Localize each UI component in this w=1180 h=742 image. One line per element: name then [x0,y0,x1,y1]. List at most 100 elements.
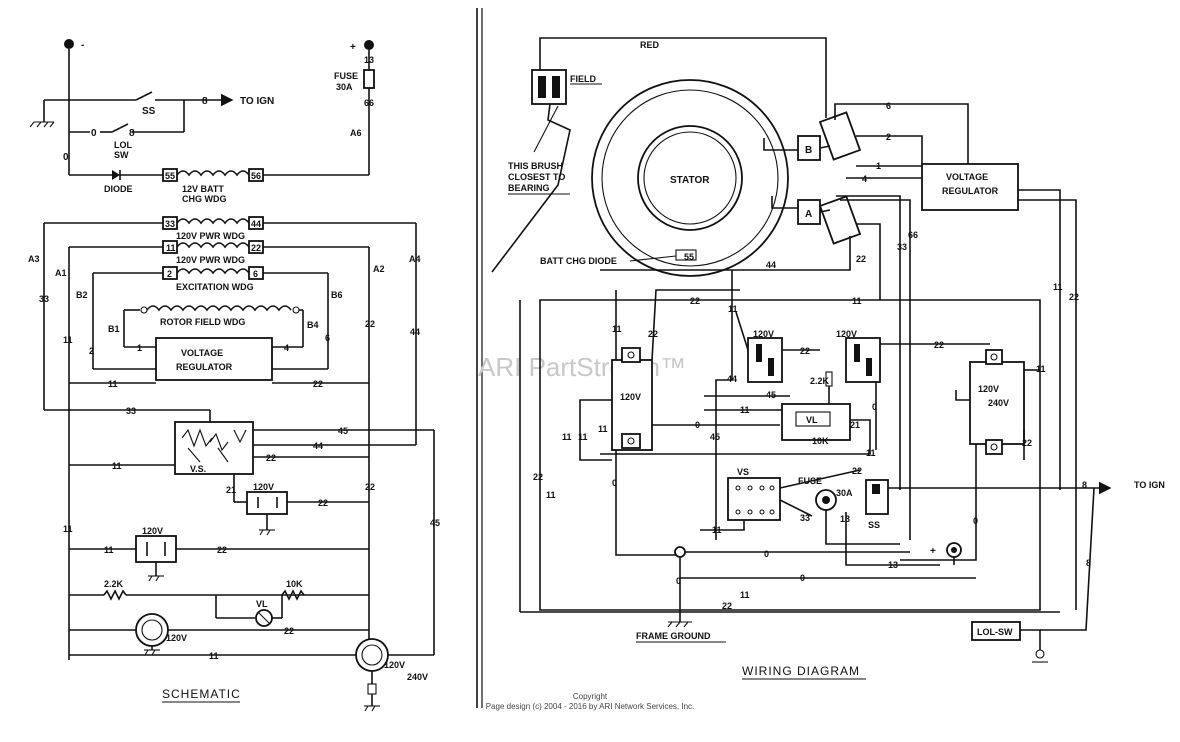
term-a4: A4 [409,254,421,264]
receptacle-240v-wiring [969,361,1025,445]
wire-45-right: 45 [430,518,440,528]
w-8-lol: 8 [1086,558,1091,568]
term-22: 22 [251,243,261,253]
wiring-pos-terminal: + [930,546,936,557]
schematic: - SS 8 TO IGN 0 8 LOL SW 0 + 13 FUSE [28,39,440,712]
wire-22-round: 22 [284,626,294,636]
stator-inner [637,125,743,231]
excitation-label: EXCITATION WDG [176,282,254,292]
w-22-top: 22 [856,254,866,264]
w-45-recC: 45 [710,432,720,442]
term-b2: B2 [76,290,88,300]
wire-11-vs: 11 [112,461,122,471]
term-a1: A1 [55,268,67,278]
wire-6: 6 [325,333,330,343]
v240-label: 240V [407,672,428,682]
brush-holder [531,69,567,105]
voltage-regulator-wiring [921,163,1019,211]
receptacle-120v-center [747,337,783,383]
brush-note-1: THIS BRUSH [508,161,563,171]
term-55: 55 [165,171,175,181]
v120-round: 120V [166,633,187,643]
batt-wdg-label: 12V BATT [182,184,224,194]
vreg-label: VOLTAGE [181,348,223,358]
wiring-vreg-label-2: REGULATOR [942,186,999,196]
neg-terminal-label: - [81,40,84,51]
terminal-a6: A6 [350,128,362,138]
w-0-recR: 0 [872,402,877,412]
w-0-recL: 0 [695,420,700,430]
wire-45-vs: 45 [338,426,348,436]
w-6: 6 [886,101,891,111]
terminal-strip-b [818,111,862,161]
watermark: ARI PartStream™ [478,352,686,382]
receptacle-120v [135,613,169,647]
w-33-vs: 33 [800,513,810,523]
w-1: 1 [876,161,881,171]
v120-mid: 120V [142,526,163,536]
wire-22-right: 22 [365,319,375,329]
w-22-bottom: 22 [722,601,732,611]
block-b-label: B [805,145,812,156]
field-label: FIELD [570,74,596,84]
wiring-v240: 240V [988,398,1009,408]
wiring-v120-center: 120V [753,329,774,339]
w-11-vl: 11 [740,405,750,415]
w-4: 4 [862,174,867,184]
term-6: 6 [253,269,258,279]
term-a2: A2 [373,264,385,274]
w-44-top: 44 [766,260,776,270]
diode-label: DIODE [104,184,133,194]
term-a3: A3 [28,254,40,264]
wire-44-vs: 44 [313,441,323,451]
w-21-vl: 21 [850,420,860,430]
term-33: 33 [165,219,175,229]
wiring-v120-left: 120V [620,392,641,402]
wire-21: 21 [226,485,236,495]
fuse-label: FUSE [334,71,358,81]
w-11-vs: 11 [712,525,722,535]
wire-2: 2 [89,346,94,356]
w-13-fuse2: 13 [888,560,898,570]
w-11-recL3: 11 [598,424,608,434]
vs-label: V.S. [190,464,206,474]
wire-1: 1 [137,343,142,353]
wire-11-mid: 11 [104,545,114,555]
term-b4: B4 [307,320,319,330]
lol-wire-8: 8 [129,128,135,139]
frame-ground-terminal [674,546,686,558]
w-0-recL2: 0 [612,478,617,488]
brush-note-2: CLOSEST TO [508,172,565,182]
term-b1: B1 [108,324,120,334]
w-22-recR: 22 [934,340,944,350]
pwr-wdg-1-label: 120V PWR WDG [176,231,245,241]
wiring-lol-sw-label: LOL-SW [977,627,1013,637]
lol-sw-label-2: SW [114,150,129,160]
copyright-line-2: Page design (c) 2004 - 2016 by ARI Netwo… [485,702,695,711]
w-22-recL: 22 [648,329,658,339]
w-22-left: 22 [533,472,543,482]
wiring-fuse-label: FUSE [798,476,822,486]
pwr-wdg-2-label: 120V PWR WDG [176,255,245,265]
wire-22-vs: 22 [266,453,276,463]
schematic-title: SCHEMATIC [162,687,241,701]
to-ign-label: TO IGN [240,96,274,107]
wire-11-bottom: 11 [209,651,219,661]
w-22-240: 22 [1022,438,1032,448]
v120-240-a: 120V [384,660,405,670]
r22k-label: 2.2K [104,579,124,589]
wire-22-mid: 22 [217,545,227,555]
lol-sw-label: LOL [114,140,132,150]
wire-22-vr: 22 [313,379,323,389]
wire-11-left: 11 [63,335,73,345]
wiring-vl-label: VL [806,415,818,425]
term-11: 11 [166,243,176,253]
w-66-top: 66 [908,230,918,240]
w-13-fuse: 13 [840,514,850,524]
wire-11-l2: 11 [63,524,73,534]
lol-wire-0: 0 [91,128,97,139]
red-label: RED [640,40,660,50]
wiring-v120-right: 120V [836,329,857,339]
pos-terminal-label: + [350,42,356,53]
